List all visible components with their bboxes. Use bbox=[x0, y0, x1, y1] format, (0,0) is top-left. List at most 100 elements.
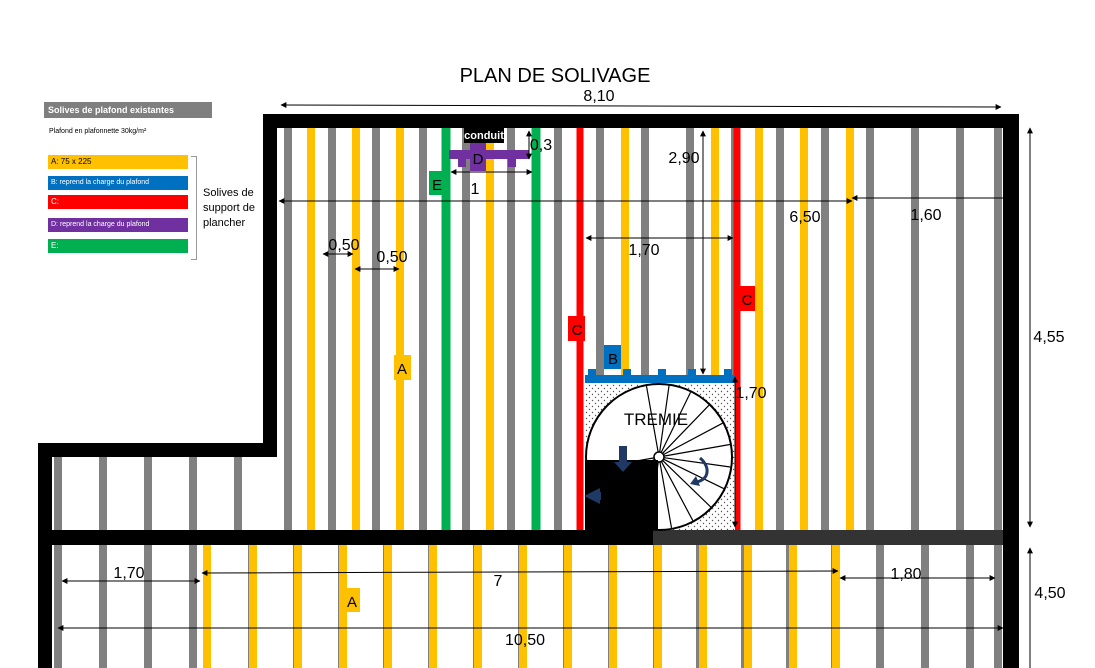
joist-a bbox=[699, 545, 707, 668]
tag-a-upper: A bbox=[397, 361, 407, 378]
joist-existing bbox=[641, 128, 649, 530]
joists-layer bbox=[54, 128, 1002, 668]
tag-c-left: C bbox=[572, 322, 583, 339]
dim-bottom-180: 1,80 bbox=[890, 566, 921, 583]
joist-existing bbox=[994, 128, 1002, 530]
stair-step bbox=[659, 461, 673, 529]
beam-b bbox=[585, 375, 735, 383]
dimension-labels: 8,10 6,50 1,60 0,50 0,50 1 0,3 2,90 1,70… bbox=[113, 88, 1065, 649]
beam-b-teeth bbox=[588, 369, 732, 377]
dim-right-455: 4,55 bbox=[1033, 329, 1064, 346]
joist-existing bbox=[189, 457, 197, 530]
joist-existing bbox=[776, 128, 784, 530]
joist-existing bbox=[144, 545, 152, 668]
beam-b-tooth bbox=[658, 369, 666, 377]
joist-existing bbox=[54, 457, 62, 530]
dim-top-width: 8,10 bbox=[583, 88, 614, 105]
joist-existing bbox=[966, 545, 974, 668]
joist-a bbox=[711, 128, 719, 530]
dim-d-width: 1 bbox=[471, 181, 480, 198]
stair-step bbox=[660, 461, 694, 521]
beam-middle-right bbox=[653, 530, 1003, 545]
stair-step bbox=[663, 443, 731, 457]
dimension-lines bbox=[57, 102, 1033, 668]
joist-existing bbox=[462, 128, 470, 530]
joist-a bbox=[307, 128, 315, 530]
walls bbox=[38, 114, 1019, 668]
spiral-stair-inner bbox=[653, 451, 665, 463]
joist-e bbox=[531, 128, 541, 530]
stair-step bbox=[645, 385, 659, 453]
legend-item-b: B: reprend la charge du plafond bbox=[48, 176, 188, 190]
joist-existing bbox=[284, 128, 292, 530]
wall-top bbox=[263, 114, 1019, 128]
joist-existing bbox=[144, 457, 152, 530]
joist-a bbox=[352, 128, 360, 530]
joist-a bbox=[755, 128, 763, 530]
dim-bottom-170: 1,70 bbox=[113, 565, 144, 582]
joist-a bbox=[486, 128, 494, 530]
tag-c-right: C bbox=[742, 292, 753, 309]
beam-b-tooth bbox=[623, 369, 631, 377]
conduit-assembly: conduit bbox=[449, 128, 529, 171]
joist-a bbox=[519, 545, 527, 668]
joist-a bbox=[384, 545, 392, 668]
joist-a bbox=[846, 128, 854, 530]
joist-existing bbox=[234, 457, 242, 530]
legend-item-c: C: bbox=[48, 195, 188, 209]
beam-b-tooth bbox=[688, 369, 696, 377]
joist-existing bbox=[911, 128, 919, 530]
joist-existing bbox=[994, 545, 1002, 668]
legend-item-a: A: 75 x 225 bbox=[48, 155, 188, 169]
legend-item-e: E: bbox=[48, 239, 188, 253]
beam-b-tooth bbox=[724, 369, 732, 377]
stair-step bbox=[662, 404, 710, 454]
joist-a bbox=[294, 545, 302, 668]
tag-d: D bbox=[473, 151, 484, 168]
dim-right-450: 4,50 bbox=[1034, 585, 1065, 602]
joist-existing bbox=[189, 545, 197, 668]
joist-a bbox=[203, 545, 211, 668]
wall-left-lower bbox=[38, 443, 52, 668]
legend-header: Solives de plafond existantes bbox=[44, 102, 212, 118]
stair-step bbox=[659, 385, 670, 453]
wall-left-upper bbox=[263, 114, 277, 457]
joist-existing bbox=[99, 457, 107, 530]
joist-a bbox=[564, 545, 572, 668]
wall-right bbox=[1003, 114, 1019, 668]
beam-middle bbox=[38, 530, 653, 545]
joist-a bbox=[396, 128, 404, 530]
conduit-label: conduit bbox=[464, 130, 504, 142]
joist-a bbox=[609, 545, 617, 668]
joist-a bbox=[654, 545, 662, 668]
joist-existing bbox=[821, 128, 829, 530]
dim-290: 2,90 bbox=[668, 150, 699, 167]
tag-a-lower: A bbox=[347, 594, 357, 611]
legend-support-label: Solives de support de plancher bbox=[203, 187, 255, 229]
tag-b: B bbox=[608, 351, 618, 368]
joist-existing bbox=[956, 128, 964, 530]
dim-bottom-1050: 10,50 bbox=[505, 632, 545, 649]
joist-existing bbox=[686, 128, 694, 530]
stair-step bbox=[663, 457, 731, 468]
tremie-opening: TREMIE bbox=[584, 383, 735, 531]
tremie-label: TREMIE bbox=[624, 410, 688, 429]
legend-note: Plafond en plafonnette 30kg/m² bbox=[49, 128, 147, 135]
joist-existing bbox=[99, 545, 107, 668]
down-arrow-icon bbox=[614, 446, 632, 472]
stair-step bbox=[662, 460, 712, 508]
tag-e: E bbox=[432, 177, 442, 194]
joist-a bbox=[474, 545, 482, 668]
joist-a bbox=[800, 128, 808, 530]
dim-v-170: 1,70 bbox=[735, 385, 766, 402]
dim-160: 1,60 bbox=[910, 207, 941, 224]
joist-existing bbox=[328, 128, 336, 530]
joist-a bbox=[429, 545, 437, 668]
joist-a bbox=[789, 545, 797, 668]
conduit-box bbox=[464, 128, 504, 143]
dim-spacing-1: 0,50 bbox=[328, 237, 359, 254]
stair-step bbox=[663, 458, 724, 490]
joist-existing bbox=[596, 128, 604, 530]
joist-e bbox=[441, 128, 451, 530]
joist-existing bbox=[876, 545, 884, 668]
